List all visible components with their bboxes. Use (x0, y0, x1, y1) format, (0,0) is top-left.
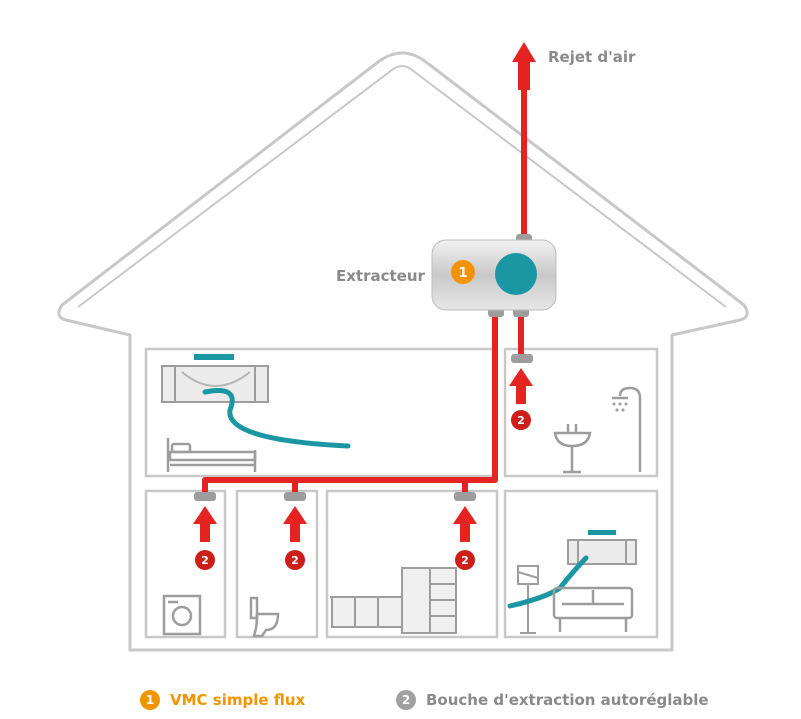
vent-badge-number: 2 (291, 554, 299, 567)
vent-laundry (194, 492, 216, 501)
vent-badge-number: 2 (517, 414, 525, 427)
arrow-up-icon (193, 506, 217, 542)
room-laundry (144, 489, 227, 639)
arrow-up-icon (453, 506, 477, 542)
room-kitchen (325, 489, 499, 639)
exhaust-label: Rejet d'air (548, 48, 636, 66)
vent-badge: 2 (511, 410, 531, 430)
extractor-label: Extracteur (336, 267, 426, 285)
house-outline (57, 51, 749, 652)
room-living (503, 489, 659, 639)
sink-icon (553, 424, 592, 474)
vent-kitchen (454, 492, 476, 501)
floor-lamp-icon (517, 565, 539, 634)
unit-badge-number: 1 (458, 266, 467, 281)
bed-icon (166, 438, 257, 472)
fan-icon (495, 253, 537, 295)
vent-badge-number: 2 (201, 554, 209, 567)
ducts (202, 90, 527, 492)
vent-wc (284, 492, 306, 501)
vent-badge: 2 (455, 550, 475, 570)
kitchen-cabinets-icon (330, 567, 457, 634)
airflow-icon (202, 388, 351, 449)
extraction-vents (194, 354, 533, 501)
window-icon (161, 354, 269, 403)
window-icon (567, 530, 637, 565)
main-duct (202, 314, 498, 492)
room-bathroom (503, 347, 659, 478)
legend-text-vent: Bouche d'extraction autoréglable (426, 691, 709, 709)
vent-badge: 2 (285, 550, 305, 570)
sofa-icon (552, 586, 634, 632)
vent-bathroom (511, 354, 533, 363)
extractor-unit: 1 (431, 234, 557, 317)
legend-text-vmc: VMC simple flux (170, 691, 306, 709)
room-wc (235, 489, 319, 639)
rooms (144, 347, 659, 639)
toilet-icon (249, 596, 280, 638)
arrow-up-icon (509, 368, 533, 404)
vent-badge-number: 2 (461, 554, 469, 567)
legend-item-vmc: 1 VMC simple flux (140, 690, 305, 710)
unit-badge (451, 260, 475, 284)
arrow-up-icon (283, 506, 307, 542)
legend-badge-1: 1 (140, 690, 160, 710)
vent-badge: 2 (195, 550, 215, 570)
shower-icon (612, 386, 642, 472)
exhaust-arrow-icon (512, 42, 536, 90)
washing-machine-icon (162, 594, 202, 636)
legend-badge-2: 2 (396, 690, 416, 710)
legend-item-vent: 2 Bouche d'extraction autoréglable (396, 690, 709, 710)
